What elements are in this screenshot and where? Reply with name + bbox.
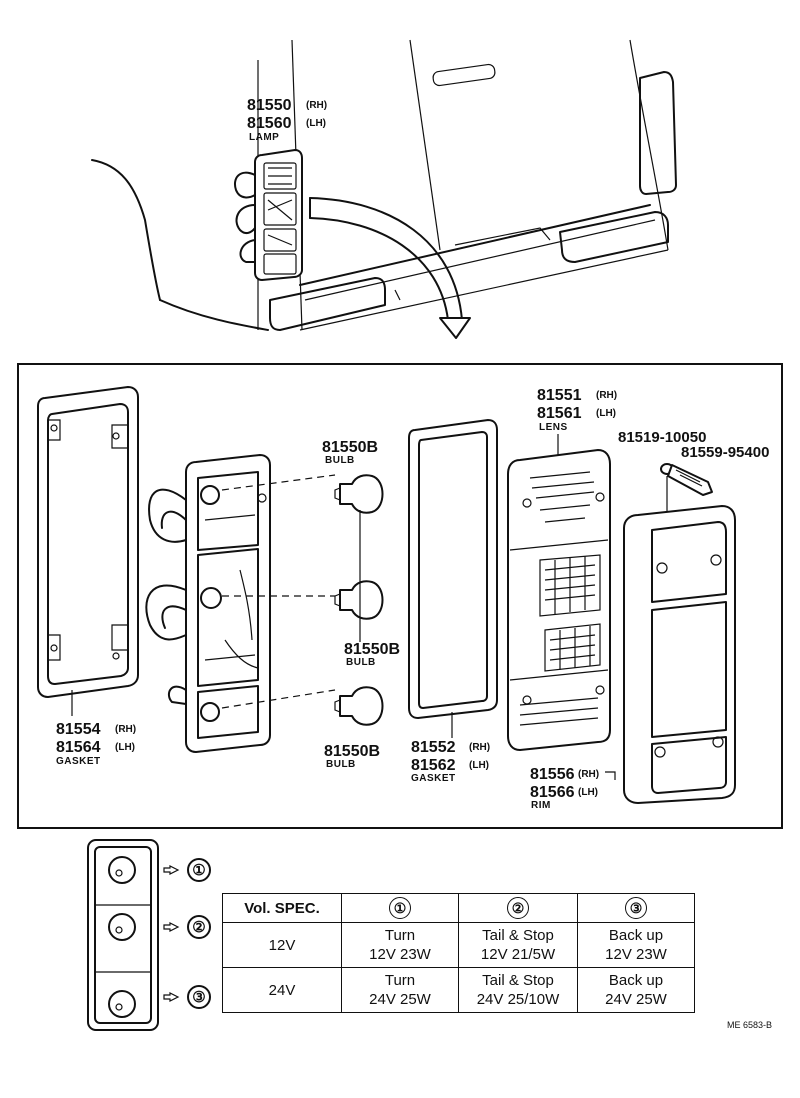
gasket-left-side-lh: (LH)	[115, 742, 135, 753]
bulb-middle	[334, 580, 384, 620]
gasket-mid-side-rh: (RH)	[469, 742, 490, 753]
callout-3: ③	[163, 985, 211, 1009]
label-gasket-mid: 81552 (RH) 81562 (LH) GASKET	[411, 739, 490, 784]
row-24v-voltage: 24V	[222, 967, 342, 1013]
label-gasket-left: 81554 (RH) 81564 (LH) GASKET	[56, 721, 136, 767]
lens-side-lh: (LH)	[596, 408, 616, 419]
gasket-mid-pn-rh: 81552	[411, 739, 456, 756]
lens-name: LENS	[539, 422, 568, 433]
lamp-assembly-on-vehicle	[234, 149, 303, 281]
rim-side-lh: (LH)	[578, 787, 598, 798]
vehicle-body	[91, 39, 677, 331]
gasket-middle	[408, 419, 498, 719]
callout-2: ②	[163, 915, 211, 939]
bulb-top-name: BULB	[325, 455, 355, 466]
bulb-bottom	[334, 686, 384, 726]
svg-text:①: ①	[192, 862, 205, 879]
label-bulb-mid: 81550B BULB	[344, 641, 400, 668]
row-12v-voltage: 12V	[222, 922, 342, 968]
lamp-pn-rh: 81550	[247, 97, 292, 114]
gasket-left-side-rh: (RH)	[115, 724, 136, 735]
label-bulb-bot: 81550B BULB	[324, 743, 380, 770]
label-bulb-top: 81550B BULB	[322, 439, 378, 466]
exploded-view-frame	[17, 363, 783, 829]
lamp-side-lh: (LH)	[306, 118, 326, 129]
gasket-left-pn-lh: 81564	[56, 739, 101, 756]
bulb-mid-pn: 81550B	[344, 641, 400, 658]
rim-pn-lh: 81566	[530, 784, 575, 801]
lens-side-rh: (RH)	[596, 390, 617, 401]
screw-bolt	[667, 464, 713, 496]
header-col-3: ③	[577, 893, 695, 923]
gasket-left-pn-rh: 81554	[56, 721, 101, 738]
screw-b-pn: 81559-95400	[681, 444, 769, 461]
lamp-housing	[145, 454, 271, 753]
svg-text:③: ③	[192, 989, 205, 1006]
rim-pn-rh: 81556	[530, 766, 575, 783]
bulb-bot-pn: 81550B	[324, 743, 380, 760]
rim-name: RIM	[531, 800, 551, 811]
header-col-1: ①	[341, 893, 459, 923]
lamp-side-rh: (RH)	[306, 100, 327, 111]
lamp-name: LAMP	[249, 132, 279, 143]
lens-pn-lh: 81561	[537, 405, 582, 422]
drawing-code: ME 6583-B	[727, 1020, 773, 1030]
bulb-top-pn: 81550B	[322, 439, 378, 456]
label-rim: 81556 (RH) 81566 (LH) RIM	[530, 766, 599, 811]
callout-1: ①	[163, 858, 211, 882]
lamp-pn-lh: 81560	[247, 115, 292, 132]
lens-pn-rh: 81551	[537, 387, 582, 404]
gasket-mid-side-lh: (LH)	[469, 760, 489, 771]
bulb-mid-name: BULB	[346, 657, 376, 668]
svg-text:②: ②	[192, 919, 205, 936]
label-lens: 81551 (RH) 81561 (LH) LENS	[537, 387, 617, 433]
lamp-front-diagram	[87, 839, 159, 1031]
lens	[507, 449, 611, 751]
curved-arrow	[309, 197, 471, 339]
bulb-top	[334, 474, 384, 514]
rim-side-rh: (RH)	[578, 769, 599, 780]
header-col-2: ②	[458, 893, 578, 923]
gasket-left	[37, 386, 139, 698]
header-vol-spec: Vol. SPEC.	[222, 893, 342, 923]
screw-a-pn: 81519-10050	[618, 429, 706, 446]
gasket-mid-name: GASKET	[411, 773, 456, 784]
bulb-bot-name: BULB	[326, 759, 356, 770]
spec-header-row: Vol. SPEC. ① ② ③	[222, 893, 695, 923]
rim	[623, 505, 736, 804]
gasket-mid-pn-lh: 81562	[411, 757, 456, 774]
label-lamp: 81550 (RH) 81560 (LH) LAMP	[247, 97, 327, 143]
gasket-left-name: GASKET	[56, 756, 101, 767]
